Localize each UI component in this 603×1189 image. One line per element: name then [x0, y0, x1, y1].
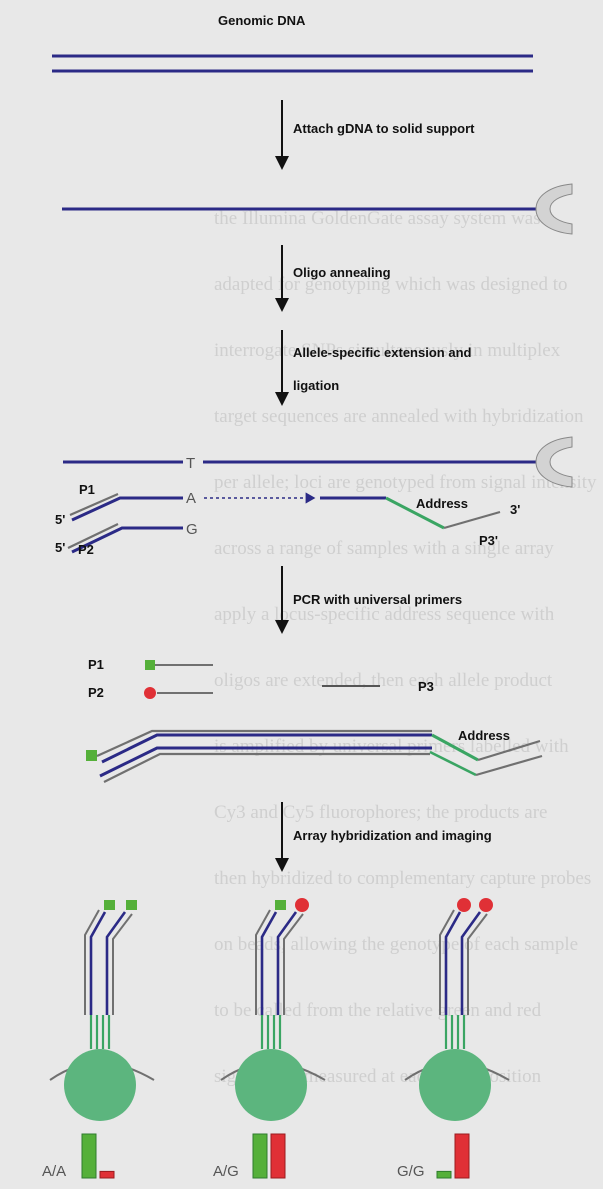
genotype-label: A/A [42, 1163, 66, 1180]
base-g: G [186, 521, 198, 538]
genomic-dna-label: Genomic DNA [218, 13, 306, 28]
p3-prime-label: P3' [479, 533, 498, 548]
base-t: T [186, 455, 195, 472]
step-arrow-array-head [275, 858, 289, 872]
five-prime-label-1: 5' [55, 512, 65, 527]
attach-step-label: Attach gDNA to solid support [293, 121, 475, 136]
p1-primer-gray [70, 494, 118, 515]
allele-step-label-line2: ligation [293, 378, 339, 393]
three-prime-label: 3' [510, 502, 520, 517]
bead [235, 1049, 307, 1121]
product-strand-2-gray [113, 914, 132, 1015]
product-strand-1 [91, 912, 105, 1015]
oligo-step-label: Oligo annealing [293, 265, 391, 280]
green-intensity-bar [253, 1134, 267, 1178]
genotype-label: G/G [397, 1163, 425, 1180]
green-dye-p1 [145, 660, 155, 670]
bead [64, 1049, 136, 1121]
product-strand-1 [262, 912, 276, 1015]
address-label-2: Address [458, 728, 510, 743]
address-label-1: Address [416, 496, 468, 511]
pcr-product-strand-bottom [100, 748, 432, 776]
step-arrow-oligo-head [275, 298, 289, 312]
allele-step-label-line1: Allele-specific extension and [293, 345, 472, 360]
p3-primer-gray [444, 512, 500, 528]
five-prime-label-2: 5' [55, 540, 65, 555]
solid-support-1 [536, 184, 572, 234]
bead [419, 1049, 491, 1121]
green-dye [275, 900, 286, 910]
red-dye [457, 898, 471, 912]
genotype-group: G/G [397, 898, 509, 1180]
red-intensity-bar [455, 1134, 469, 1178]
solid-support-2 [536, 437, 572, 487]
p1-label: P1 [79, 482, 95, 497]
genotype-group: A/A [42, 900, 154, 1180]
pcr-product-tail-top [478, 741, 540, 760]
green-dye [126, 900, 137, 910]
p2-label: P2 [78, 542, 94, 557]
genotype-group: A/G [213, 898, 325, 1180]
green-dye [104, 900, 115, 910]
step-arrow-extension-head [275, 392, 289, 406]
green-intensity-bar [82, 1134, 96, 1178]
step-arrow-pcr-head [275, 620, 289, 634]
red-intensity-bar [100, 1171, 114, 1178]
array-step-label: Array hybridization and imaging [293, 828, 492, 843]
base-a: A [186, 490, 196, 507]
p2-universal-label: P2 [88, 685, 104, 700]
product-strand-2-gray [284, 914, 303, 1015]
green-intensity-bar [437, 1171, 451, 1178]
red-dye [295, 898, 309, 912]
red-intensity-bar [271, 1134, 285, 1178]
step-arrow-attach-head [275, 156, 289, 170]
p1-primer [72, 498, 183, 520]
green-dye-product [86, 750, 97, 761]
genotype-label: A/G [213, 1163, 239, 1180]
red-dye [479, 898, 493, 912]
product-strand-1 [446, 912, 460, 1015]
p3-universal-label: P3 [418, 679, 434, 694]
red-dye-p2 [144, 687, 156, 699]
pcr-step-label: PCR with universal primers [293, 592, 462, 607]
product-strand-2-gray [468, 914, 487, 1015]
genotype-results: A/A A/G G/G [42, 898, 509, 1180]
pcr-product-gray-bottom [104, 754, 430, 782]
pcr-product-tail-bottom [476, 756, 542, 775]
p1-universal-label: P1 [88, 657, 104, 672]
